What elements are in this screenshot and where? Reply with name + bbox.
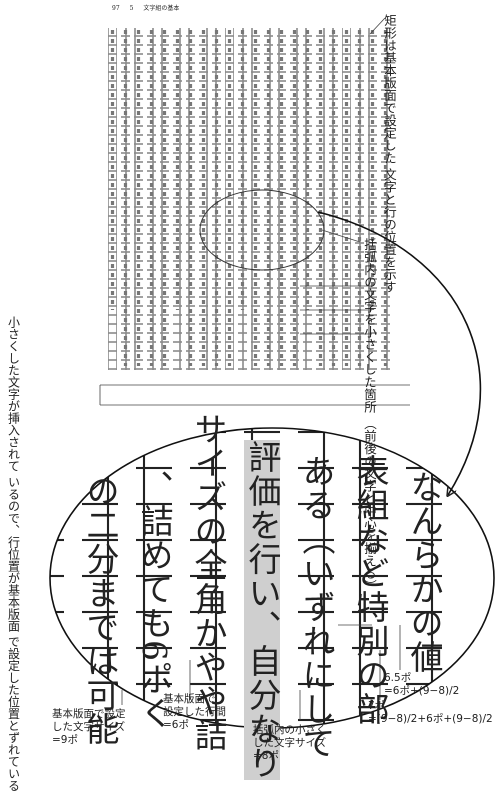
source-ellipse [199,189,325,271]
arc-annotation: 括弧内の文字を小さくした箇所 （前後の文字と中心を揃える） [362,238,377,592]
zoom-cell-column [352,428,388,728]
chapter-number: 5 [129,5,134,12]
label-bracket-char-size: 括弧内の小さく した文字サイズ =8ポ [253,724,327,763]
zoom-connector-arrow [317,211,482,495]
zoom-cell-column [406,428,442,728]
page-text-column [316,28,325,370]
label-base-line-gap: 基本版面で 設定した行間 =6ポ [163,693,226,732]
page-text-column [342,28,351,370]
zoom-cell-column [136,428,172,728]
zoom-column-text: ある（いずれにして [297,454,336,760]
page-header: 97 5 文字組の基本 [112,3,187,12]
chapter-title: 文字組の基本 [143,5,180,12]
page-text-column [134,28,143,370]
zoom-column-text: なんらかの値 [405,470,444,674]
page-text-column [238,28,247,370]
page-text-column [212,28,221,370]
leader-lines [99,17,410,720]
label-formula-65: 6.5ポ =6ポ+(9−8)/2 [384,672,460,698]
zoom-column-text: 評価を行い、自分なり [243,440,282,780]
zoom-column-text: の二分までは可能 [81,474,120,746]
zoom-column-text: 、詰めても6ポく [135,470,174,730]
zoom-column-text: 表組など特別の部 [351,454,390,726]
page-text-column [199,28,208,370]
page-text-column [290,28,299,370]
zoom-cell-column [298,428,334,728]
page-text-column [355,28,364,370]
text-page-grid [108,28,390,370]
page-text-column [160,28,169,370]
label-base-char-size: 基本版面で設定 した文字サイズ =9ポ [52,708,126,747]
page-text-column [277,28,286,370]
page-text-column [186,28,195,370]
zoom-cell-column [190,428,226,728]
zoom-cell-column [50,428,64,728]
page-text-column [173,28,182,370]
page-text-column [251,28,260,370]
page-text-column [147,28,156,370]
page-text-column [329,28,338,370]
page-text-column [121,28,130,370]
label-formula-7: 7ポ =(9−8)/2+6ポ+(9−8)/2 [368,700,493,726]
page-text-column [303,28,312,370]
page-text-column [108,28,117,370]
rectangle-annotation: 矩形は基本版面で設定した 文字と行の位置を示す [382,14,397,293]
zoom-column-text: サイズの全角かやや詰 [189,412,228,752]
page-text-column [381,28,390,370]
page-text-column [225,28,234,370]
page-text-column [264,28,273,370]
page-text-column [368,28,377,370]
shift-annotation: 小さくした文字が挿入されて いるので、行位置が基本版面 で設定した位置とずれてい… [6,316,21,792]
page-number: 97 [112,5,120,12]
